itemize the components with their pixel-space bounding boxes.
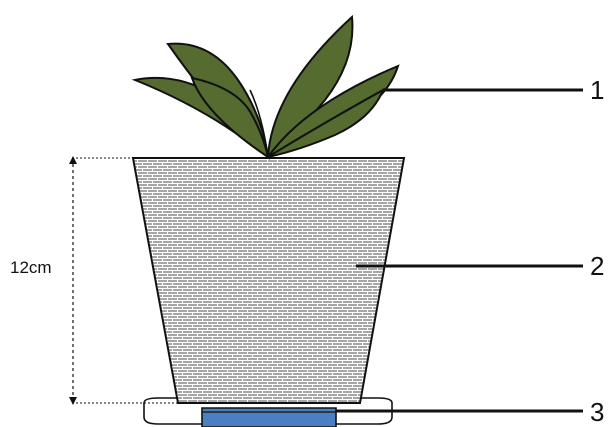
callout-2-number: 2 [590, 251, 604, 281]
dimension-arrow-top [69, 156, 77, 164]
dimension-arrow-bottom [69, 397, 77, 405]
leaf-left-inner [190, 76, 270, 160]
callout-1-number: 1 [590, 75, 604, 105]
callout-3: 3 [336, 397, 604, 427]
water-reservoir [201, 407, 337, 427]
leaf-right-lower [267, 87, 385, 158]
pot-body [131, 157, 406, 404]
callout-2: 2 [356, 251, 604, 281]
pot [131, 157, 406, 404]
callout-3-number: 3 [590, 397, 604, 427]
dimension-label: 12cm [10, 258, 52, 277]
height-dimension: 12cm [10, 156, 178, 405]
saucer [143, 397, 393, 427]
callout-1: 1 [383, 75, 604, 105]
plant [131, 14, 400, 161]
leaf-center-fold [249, 89, 269, 158]
